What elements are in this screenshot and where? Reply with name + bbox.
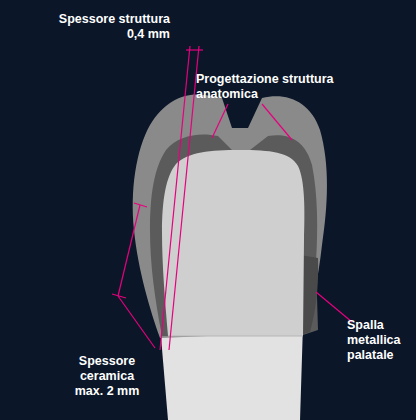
prepared-die <box>162 150 304 336</box>
metal-framework <box>150 134 318 336</box>
ceramic-veneer <box>133 94 327 338</box>
dimension-label: Spessore struttura 0,4 mm <box>40 12 170 42</box>
dimension-lines <box>112 46 352 350</box>
part-label: Progettazione struttura anatomica <box>196 72 341 102</box>
margin-line <box>168 336 303 337</box>
tooth-root <box>160 325 303 420</box>
part-label: Spalla metallica palatale <box>347 318 413 363</box>
dimension-label: Spessore ceramica max. 2 mm <box>66 354 148 399</box>
